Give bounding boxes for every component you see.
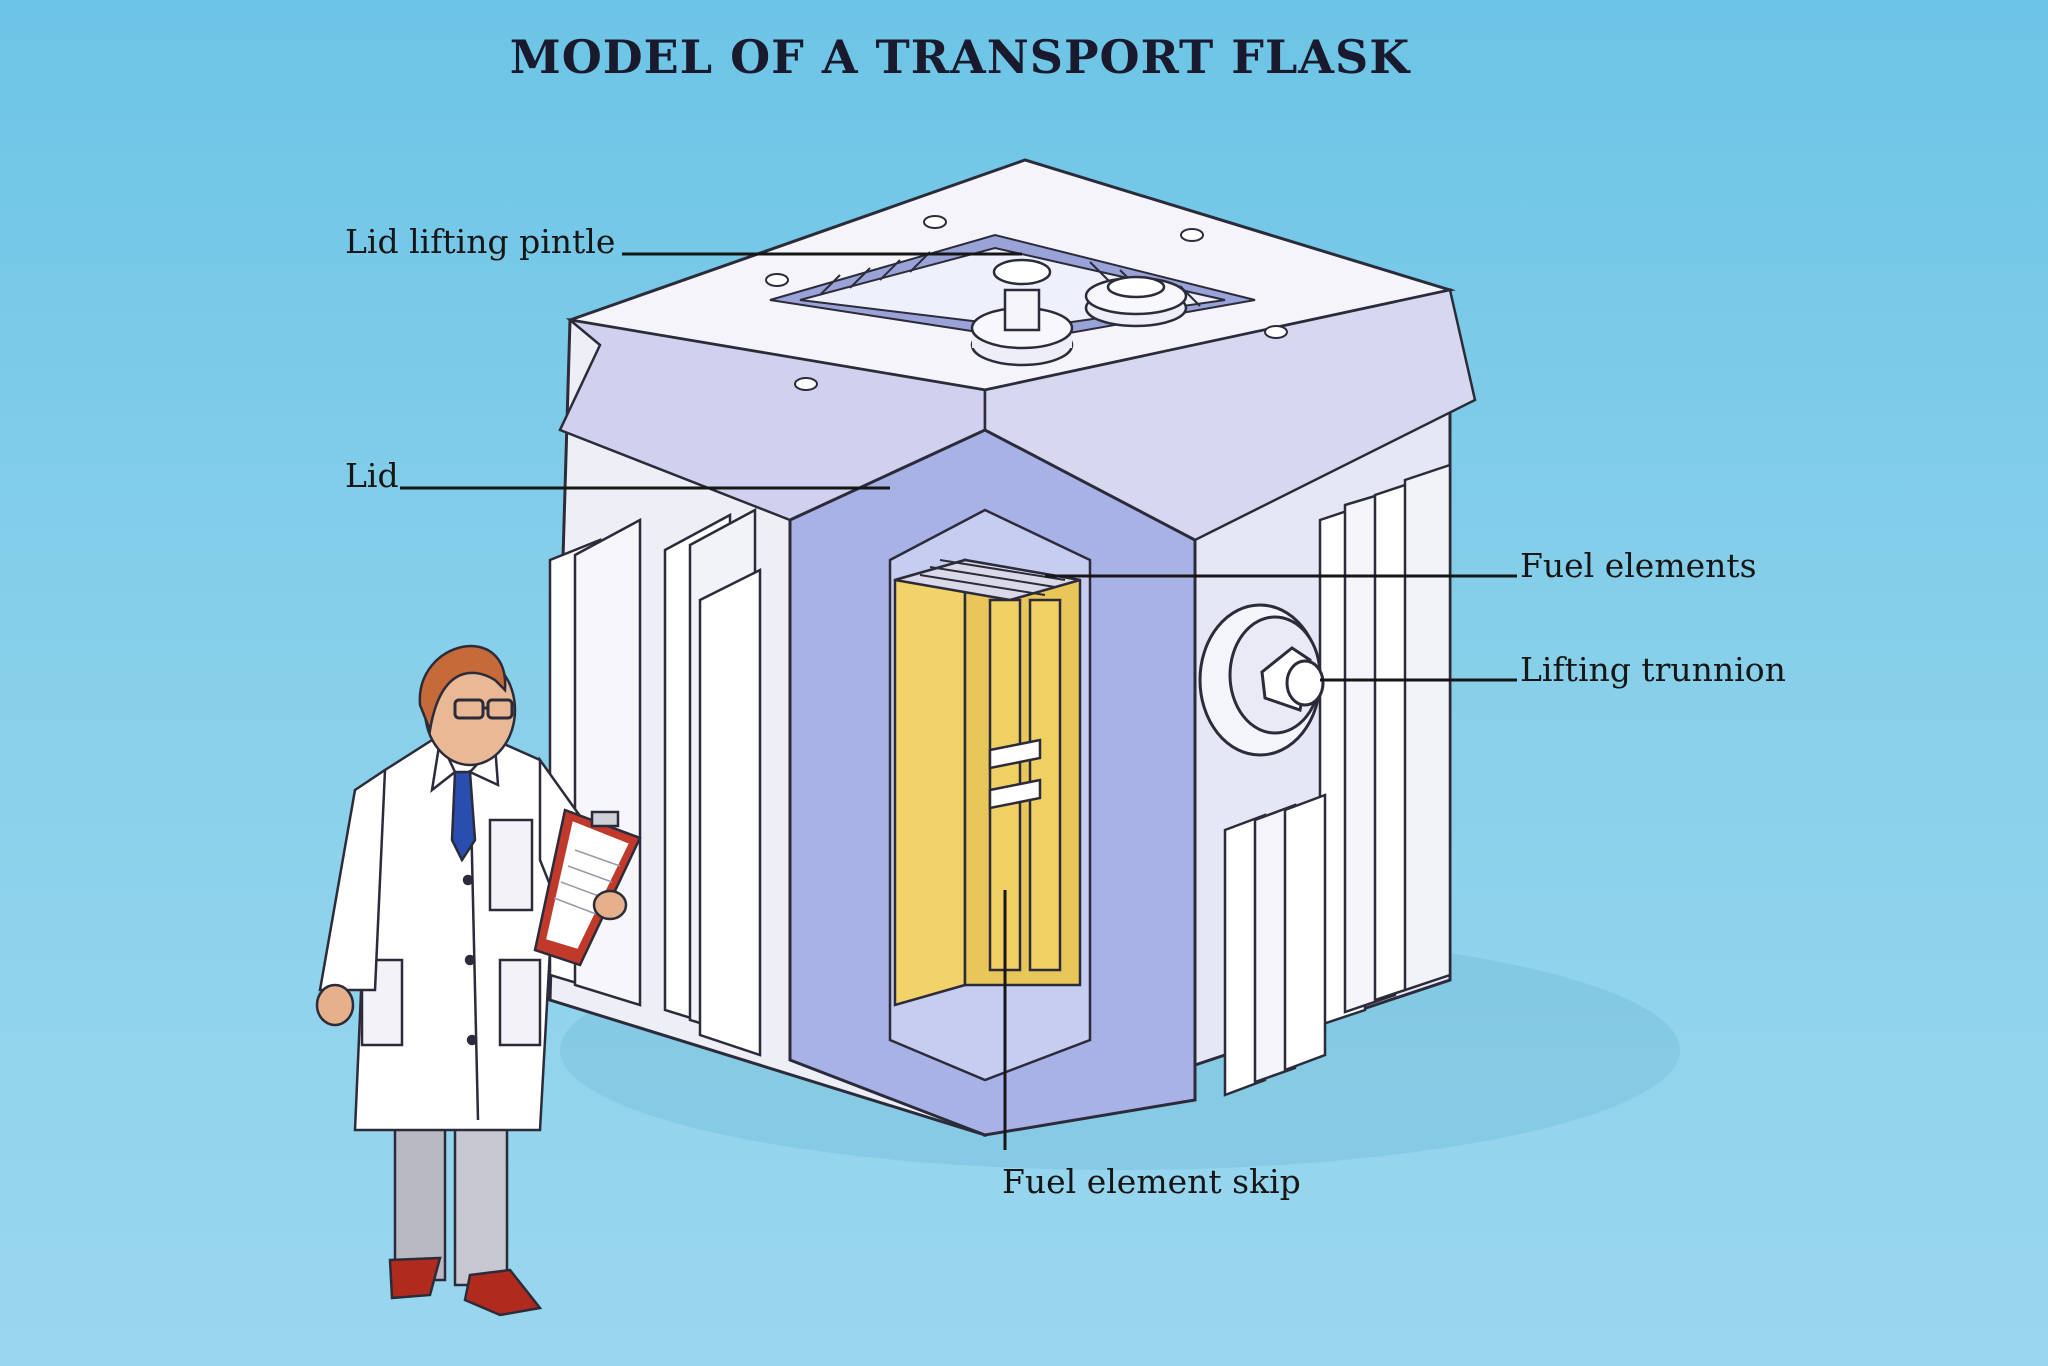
lifting-trunnion xyxy=(1198,603,1325,757)
flask-lid-rim-right xyxy=(983,288,1477,542)
scientist-clipboard xyxy=(533,808,642,967)
label-lid-lifting-pintle: Lid lifting pintle xyxy=(345,222,616,261)
flask-body xyxy=(548,158,1477,1138)
scientist-shoe-right xyxy=(463,1268,543,1317)
fuel-element-skip xyxy=(893,558,1082,1007)
label-lifting-trunnion: Lifting trunnion xyxy=(1520,650,1786,689)
flask-right-fins xyxy=(1223,463,1452,1097)
scientist-glasses xyxy=(453,698,514,720)
diagram-title: MODEL OF A TRANSPORT FLASK xyxy=(509,30,1411,84)
scientist-legs xyxy=(393,1118,447,1282)
scientist-figure xyxy=(315,644,642,1317)
scientist-tie xyxy=(450,770,477,863)
label-fuel-elements: Fuel elements xyxy=(1520,546,1757,585)
scientist-arm-left xyxy=(318,767,387,992)
fuel-elements xyxy=(919,559,1066,596)
scientist-hair xyxy=(418,644,507,735)
lid-bolt-holes xyxy=(765,215,1288,391)
lid-port-cap xyxy=(1084,275,1188,328)
label-lid: Lid xyxy=(345,456,399,495)
lid-lifting-pintle xyxy=(970,258,1074,367)
label-fuel-element-skip: Fuel element skip xyxy=(1002,1162,1301,1201)
leader-lines xyxy=(400,252,1517,1150)
scientist-shoe-left xyxy=(388,1256,442,1300)
